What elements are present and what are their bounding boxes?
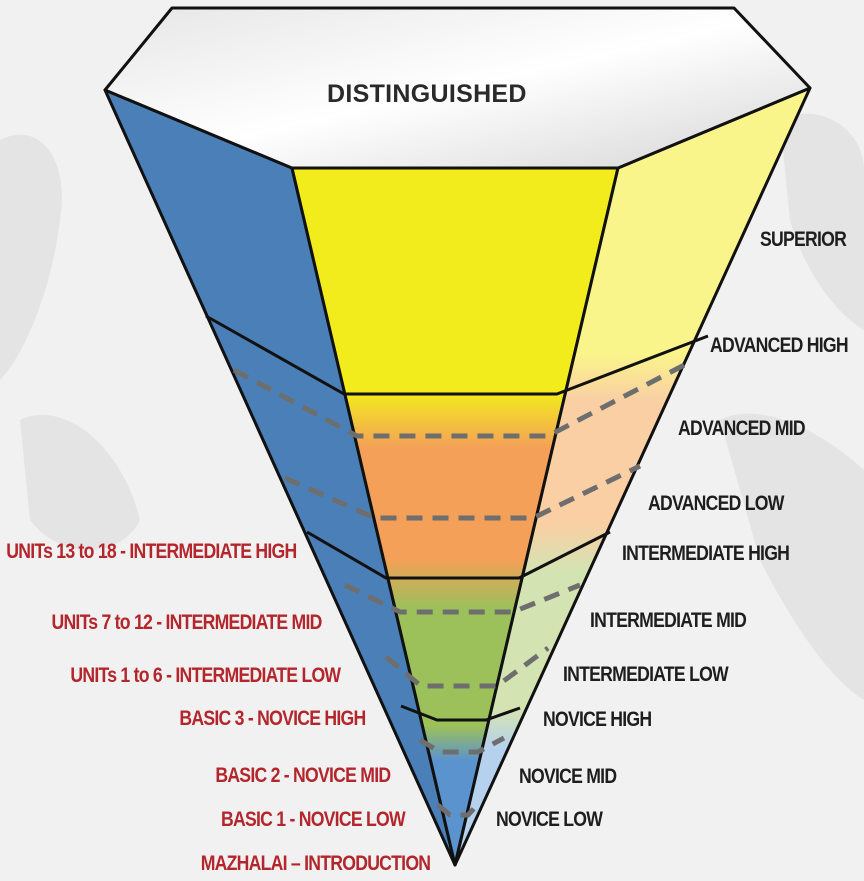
course-label-basic-1: BASIC 1 - NOVICE LOW	[221, 808, 406, 831]
level-label-intermediate-high: INTERMEDIATE HIGH	[622, 542, 790, 565]
distinguished-label: DISTINGUISHED	[327, 80, 527, 108]
course-label-units-13-18: UNITs 13 to 18 - INTERMEDIATE HIGH	[5, 540, 297, 563]
level-label-advanced-high: ADVANCED HIGH	[710, 334, 849, 357]
level-label-intermediate-mid: INTERMEDIATE MID	[590, 609, 747, 632]
level-label-advanced-mid: ADVANCED MID	[678, 417, 806, 440]
level-label-novice-low: NOVICE LOW	[496, 808, 603, 831]
course-label-units-7-12: UNITs 7 to 12 - INTERMEDIATE MID	[51, 611, 323, 634]
background-map-shapes	[0, 113, 864, 700]
level-label-intermediate-low: INTERMEDIATE LOW	[563, 663, 729, 686]
course-label-basic-2: BASIC 2 - NOVICE MID	[214, 764, 391, 787]
course-label-basic-3: BASIC 3 - NOVICE HIGH	[178, 707, 366, 730]
sublevel-dashed-lines	[232, 359, 692, 818]
course-label-mazhalai: MAZHALAI – INTRODUCTION	[200, 852, 430, 875]
level-label-superior: SUPERIOR	[760, 228, 847, 251]
band-boundaries	[205, 314, 709, 722]
cone-top-cap	[103, 6, 812, 170]
level-label-novice-high: NOVICE HIGH	[543, 708, 652, 731]
level-label-advanced-low: ADVANCED LOW	[648, 492, 784, 515]
level-label-novice-mid: NOVICE MID	[519, 765, 617, 788]
course-label-units-1-6: UNITs 1 to 6 - INTERMEDIATE LOW	[70, 664, 341, 687]
